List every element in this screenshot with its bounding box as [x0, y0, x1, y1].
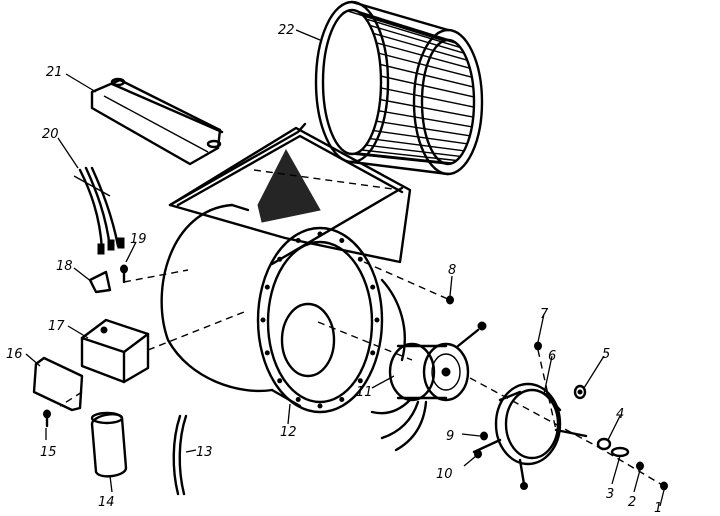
screw-10	[474, 449, 482, 459]
callout-14: 14	[98, 495, 115, 510]
wheel-blade	[380, 75, 475, 98]
wheel-blade	[376, 42, 470, 69]
callout-8: 8	[448, 263, 456, 278]
wheel-blade	[379, 63, 474, 88]
housing-bolt-hole	[277, 378, 283, 384]
wheel-blade	[378, 52, 472, 78]
callout-labels: 22 21 20 19 18 17 16 15 14 13 12 11 10 9…	[6, 23, 662, 516]
capacitor	[90, 411, 128, 478]
top-cover-plate	[90, 77, 224, 166]
wheel-blade	[380, 87, 475, 108]
wheel-blade	[369, 137, 465, 152]
washer-5	[573, 384, 587, 400]
housing-bolt-hole	[370, 284, 376, 290]
callout-2: 2	[628, 495, 636, 510]
blower-housing	[160, 122, 412, 414]
housing-bolt-hole	[295, 397, 301, 402]
blower-wheel	[314, 0, 484, 176]
wheel-blade	[379, 98, 474, 118]
housing-bolt-hole	[357, 378, 363, 384]
wheel-blade	[361, 149, 457, 162]
callout-12: 12	[280, 425, 297, 440]
capacitor-cover-plate	[32, 356, 84, 412]
capacitor-bracket	[80, 318, 150, 384]
callout-11: 11	[356, 385, 373, 400]
screw-15	[43, 409, 51, 428]
callout-17: 17	[48, 319, 65, 334]
wheel-blade	[373, 32, 468, 61]
housing-bolt-hole	[317, 231, 323, 237]
housing-bolt-hole	[264, 350, 270, 356]
wheel-blade	[373, 129, 468, 145]
callout-10: 10	[436, 467, 453, 482]
wheel-blade	[356, 152, 453, 164]
housing-bolt-hole	[317, 403, 323, 409]
leader-lines	[25, 29, 665, 507]
callout-20: 20	[42, 127, 59, 142]
callout-6: 6	[548, 349, 556, 364]
wheel-blade	[378, 110, 472, 128]
wheel-blade	[365, 144, 461, 158]
wheel-blade	[376, 120, 470, 137]
alignment-lines	[59, 169, 665, 487]
screw-7	[534, 341, 542, 351]
callout-13: 13	[196, 445, 213, 460]
housing-bolt-hole	[374, 317, 380, 323]
housing-bolt-hole	[339, 397, 345, 402]
housing-bolt-hole	[295, 238, 301, 243]
housing-bolt-hole	[264, 284, 270, 290]
wheel-blade	[347, 10, 445, 42]
housing-bolt-hole	[277, 256, 283, 262]
mounting-strap	[172, 414, 188, 496]
callout-16: 16	[6, 347, 23, 362]
motor-mount-ring	[472, 382, 588, 490]
callout-5: 5	[602, 347, 610, 362]
callout-4: 4	[616, 407, 624, 422]
callout-3: 3	[606, 487, 614, 502]
blower-motor	[370, 321, 487, 452]
screw-8	[446, 295, 454, 305]
callout-21: 21	[46, 65, 63, 80]
callout-19: 19	[130, 232, 147, 247]
wheel-blade	[347, 152, 444, 164]
housing-bolt-hole	[357, 256, 363, 262]
screw-19	[120, 264, 128, 284]
wheel-blade	[365, 18, 461, 49]
wheel-blade	[369, 24, 465, 54]
callout-15: 15	[40, 445, 57, 460]
shaft-parts	[596, 437, 668, 491]
housing-bolt-hole	[260, 317, 266, 323]
callout-7: 7	[540, 307, 549, 322]
wheel-blade	[361, 13, 457, 45]
snap-bushing	[88, 270, 112, 294]
callout-22: 22	[278, 23, 295, 38]
callout-1: 1	[654, 501, 662, 516]
housing-bolt-hole	[370, 350, 376, 356]
wheel-blade	[356, 10, 453, 42]
nut-9	[480, 431, 488, 441]
housing-bolt-hole	[339, 238, 345, 243]
callout-18: 18	[56, 259, 73, 274]
wire-harness	[73, 166, 125, 255]
callout-9: 9	[446, 429, 454, 444]
